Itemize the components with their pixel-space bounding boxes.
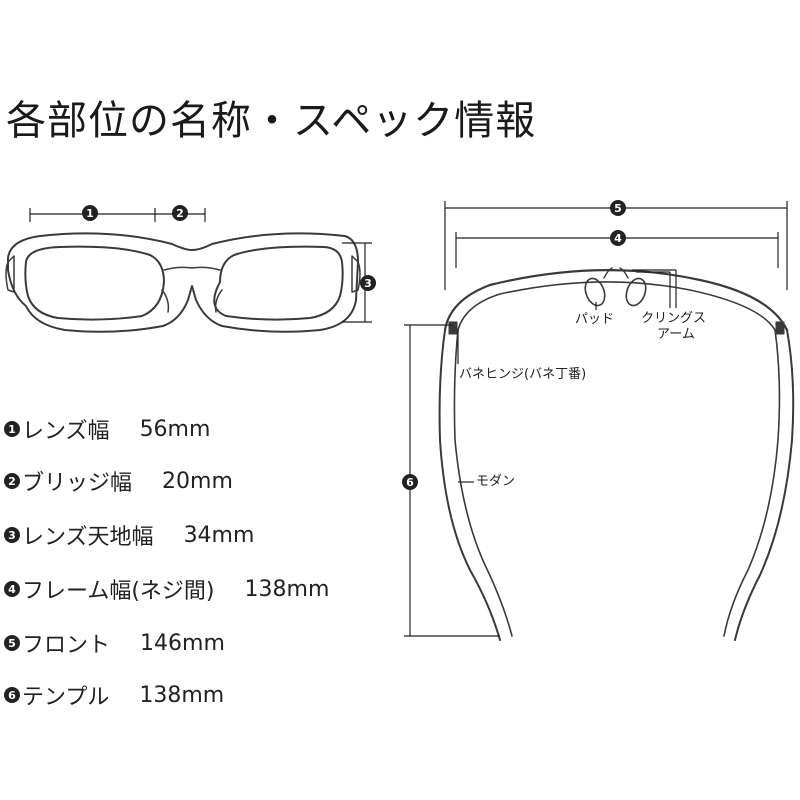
- frame-outer-outline: [7, 232, 359, 333]
- callout-badge-6: 6: [402, 474, 418, 490]
- left-temple-outer: [438, 329, 501, 641]
- spec-label: ブリッジ幅: [22, 471, 133, 496]
- left-nose-pad: [161, 289, 170, 313]
- modern-label: モダン: [476, 474, 516, 489]
- spec-value: 146mm: [140, 630, 225, 656]
- callout-badge-1: 1: [82, 205, 98, 221]
- spec-label: レンズ幅: [22, 419, 110, 444]
- clings-label-line1: クリングス: [641, 311, 707, 326]
- top-view: [438, 267, 795, 641]
- left-nose-pad-top: [584, 277, 606, 307]
- callout-badge-3: 3: [360, 275, 376, 291]
- top-front-outer: [443, 269, 789, 332]
- spec-value: 138mm: [244, 576, 330, 602]
- spec-label: レンズ天地幅: [22, 525, 154, 550]
- clings-label-line2: アーム: [657, 327, 695, 342]
- left-temple-inner: [453, 329, 513, 637]
- top-front-inner: [457, 281, 776, 331]
- spec-list: 1 レンズ幅 56mm 2 ブリッジ幅 20mm 3 レンズ天地幅 34mm 4…: [4, 414, 329, 710]
- spec-badge: 2: [4, 473, 20, 489]
- callout-badge-2: 2: [172, 205, 188, 221]
- spec-badge: 4: [4, 581, 20, 597]
- right-nose-pad-top: [625, 277, 647, 307]
- spec-row-front: 5 フロント 146mm: [4, 628, 225, 658]
- spec-row-lens-height: 3 レンズ天地幅 34mm: [4, 520, 254, 550]
- top-dimensions: [404, 201, 788, 637]
- right-nose-pad: [214, 289, 223, 313]
- spec-value: 138mm: [139, 682, 225, 708]
- spec-badge: 5: [4, 635, 20, 651]
- pad-label: パッド: [575, 312, 615, 327]
- left-temple-stub: [5, 255, 15, 293]
- spec-badge: 6: [4, 687, 20, 703]
- spec-value: 56mm: [139, 416, 211, 442]
- hinge-label: バネヒンジ(バネ丁番): [459, 367, 587, 382]
- right-temple-inner: [723, 329, 781, 637]
- spec-value: 34mm: [183, 522, 255, 548]
- spec-row-bridge-width: 2 ブリッジ幅 20mm: [4, 466, 233, 496]
- right-hinge: [775, 321, 785, 335]
- left-hinge: [448, 321, 458, 335]
- front-view: [5, 232, 361, 333]
- right-clings-arm: [619, 267, 629, 279]
- page-title: 各部位の名称・スペック情報: [6, 98, 537, 144]
- spec-label: フレーム幅(ネジ間): [22, 579, 215, 604]
- spec-label: テンプル: [22, 685, 110, 710]
- spec-label: フロント: [22, 633, 111, 658]
- right-temple-stub: [351, 255, 361, 293]
- spec-row-lens-width: 1 レンズ幅 56mm: [4, 414, 210, 444]
- bridge-detail: [163, 266, 221, 271]
- spec-row-frame-width: 4 フレーム幅(ネジ間) 138mm: [4, 574, 329, 604]
- callout-badge-4: 4: [610, 230, 626, 246]
- right-lens: [213, 245, 344, 321]
- left-lens: [24, 245, 165, 321]
- spec-row-temple: 6 テンプル 138mm: [4, 680, 224, 710]
- callout-badge-5: 5: [610, 200, 626, 216]
- right-temple-outer: [734, 329, 795, 641]
- spec-badge: 1: [4, 421, 20, 437]
- left-clings-arm: [603, 267, 613, 279]
- spec-badge: 3: [4, 527, 20, 543]
- spec-value: 20mm: [162, 468, 233, 494]
